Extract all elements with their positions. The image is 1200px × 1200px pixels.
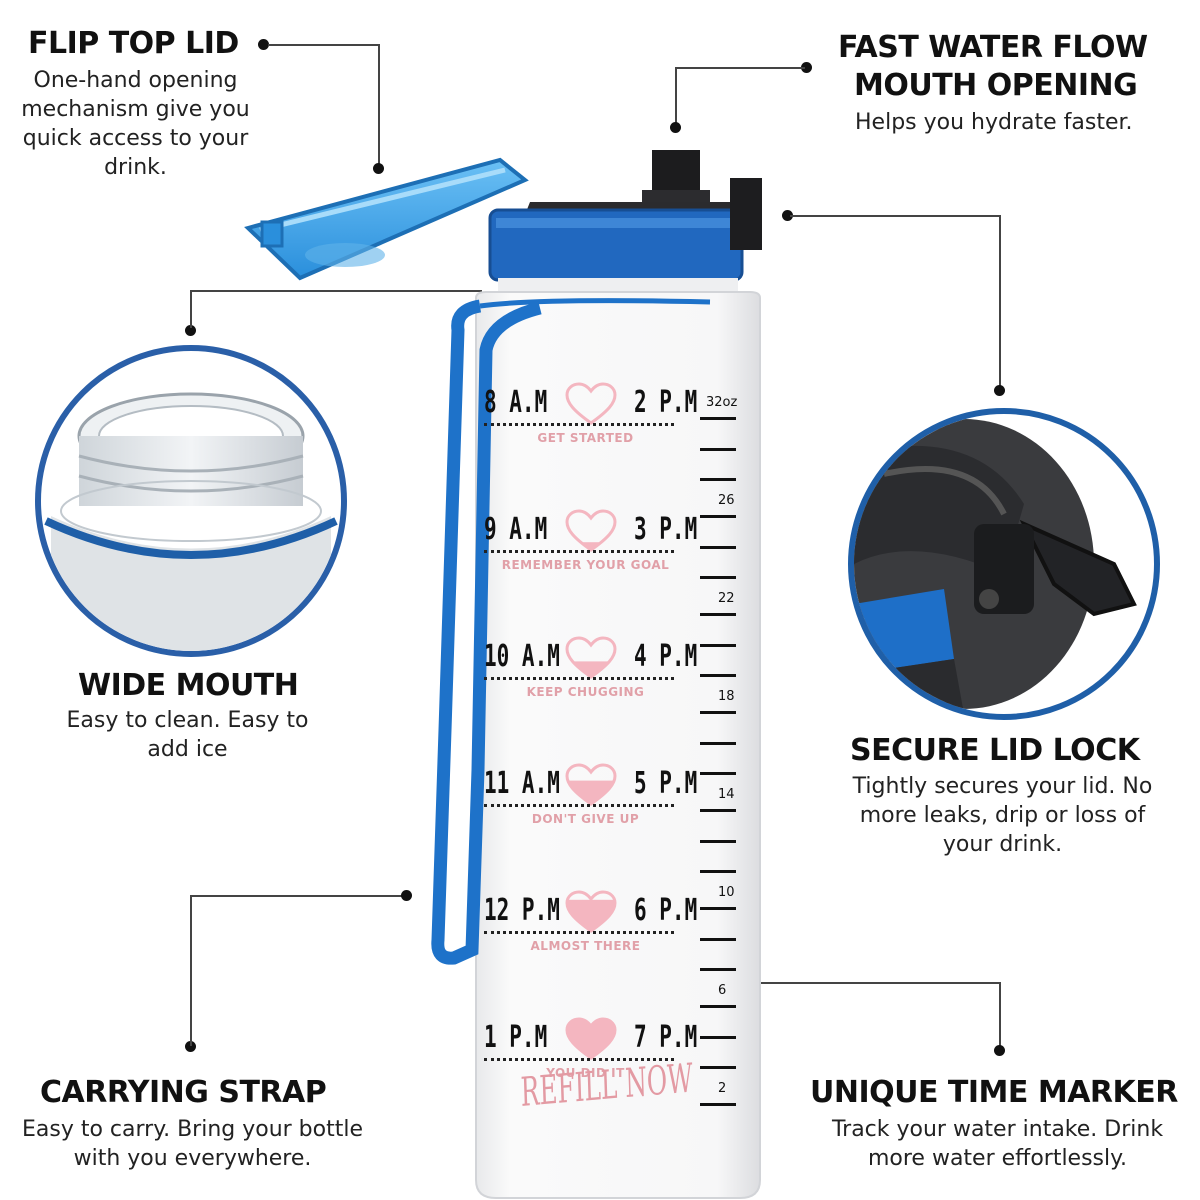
marker-dotted-line (484, 550, 674, 553)
marker-dotted-line (484, 423, 674, 426)
marker-left-time: 9 A.M (484, 512, 548, 547)
heart-icon (565, 636, 617, 679)
wide-mouth-desc: Easy to clean. Easy to add ice (66, 708, 309, 762)
time-marker-row: 1 P.M 7 P.M YOU DID IT (478, 1017, 708, 1090)
marker-left-time: 10 A.M (484, 639, 560, 674)
marker-subtitle: ALMOST THERE (530, 939, 641, 953)
marker-subtitle: DON'T GIVE UP (531, 812, 640, 826)
oz-tick (700, 417, 736, 420)
wide-mouth-title: WIDE MOUTH (78, 668, 299, 703)
heart-icon (565, 1017, 617, 1060)
heart-icon (565, 890, 617, 933)
oz-tick (700, 907, 736, 910)
flip-top-lid-title: FLIP TOP LID (28, 26, 239, 61)
oz-tick (700, 870, 736, 873)
oz-label: 32oz (706, 395, 738, 410)
oz-label: 6 (718, 983, 727, 998)
oz-tick (700, 1103, 736, 1106)
marker-right-time: 4 P.M (634, 639, 698, 674)
time-marker-row: 11 A.M 5 P.M DON'T GIVE UP (478, 763, 708, 836)
marker-left-time: 11 A.M (484, 766, 560, 801)
flip-top-dot (258, 39, 269, 50)
carrying-strap-title: CARRYING STRAP (40, 1075, 327, 1110)
marker-right-time: 2 P.M (634, 385, 698, 420)
marker-left-time: 8 A.M (484, 385, 548, 420)
fast-flow-title-1: FAST WATER FLOW (838, 30, 1148, 65)
secure-lid-lock-title: SECURE LID LOCK (850, 733, 1140, 768)
secure-lid-lock-photo (848, 408, 1160, 720)
oz-tick (700, 613, 736, 616)
unique-time-marker-title: UNIQUE TIME MARKER (810, 1075, 1178, 1110)
oz-tick (700, 742, 736, 745)
marker-subtitle: GET STARTED (537, 431, 634, 445)
marker-left-time: 12 P.M (484, 893, 560, 928)
marker-subtitle: KEEP CHUGGING (526, 685, 645, 699)
oz-tick (700, 576, 736, 579)
marker-right-time: 6 P.M (634, 893, 698, 928)
time-marker-row: 9 A.M 3 P.M REMEMBER YOUR GOAL (478, 509, 708, 582)
oz-tick (700, 674, 736, 677)
oz-tick (700, 448, 736, 451)
marker-subtitle: YOU DID IT (546, 1066, 625, 1080)
carrying-strap-desc: Easy to carry. Bring your bottle with yo… (21, 1117, 364, 1171)
marker-dotted-line (484, 931, 674, 934)
marker-right-time: 3 P.M (634, 512, 698, 547)
unique-time-marker-desc: Track your water intake. Drink more wate… (831, 1117, 1164, 1171)
oz-tick (700, 968, 736, 971)
marker-dotted-line (484, 1058, 674, 1061)
oz-label: 22 (718, 591, 735, 606)
time-marker-row: 10 A.M 4 P.M KEEP CHUGGING (478, 636, 708, 709)
marker-dotted-line (484, 677, 674, 680)
oz-tick (700, 1066, 736, 1069)
fast-flow-desc: Helps you hydrate faster. (855, 110, 1133, 135)
oz-tick (700, 809, 736, 812)
heart-icon (565, 763, 617, 806)
marker-right-time: 5 P.M (634, 766, 698, 801)
oz-label: 18 (718, 689, 735, 704)
oz-tick (700, 711, 736, 714)
oz-label: 14 (718, 787, 735, 802)
oz-tick (700, 772, 736, 775)
oz-label: 26 (718, 493, 735, 508)
oz-tick (700, 515, 736, 518)
oz-label: 2 (718, 1081, 727, 1096)
flip-top-lid-desc: One-hand opening mechanism give you quic… (21, 68, 250, 180)
fast-flow-title-2: MOUTH OPENING (854, 68, 1138, 103)
oz-tick (700, 840, 736, 843)
water-bottle (244, 150, 762, 1199)
oz-tick (700, 644, 736, 647)
oz-tick (700, 1005, 736, 1008)
oz-tick (700, 1036, 736, 1039)
time-marker-row: 12 P.M 6 P.M ALMOST THERE (478, 890, 708, 963)
secure-lid-lock-desc: Tightly secures your lid. No more leaks,… (852, 774, 1153, 857)
marker-right-time: 7 P.M (634, 1020, 698, 1055)
oz-tick (700, 938, 736, 941)
heart-icon (565, 509, 617, 552)
oz-tick (700, 478, 736, 481)
marker-subtitle: REMEMBER YOUR GOAL (501, 558, 670, 572)
marker-dotted-line (484, 804, 674, 807)
oz-label: 10 (718, 885, 735, 900)
heart-icon (565, 382, 617, 425)
oz-tick (700, 546, 736, 549)
wide-mouth-photo (35, 345, 347, 657)
marker-left-time: 1 P.M (484, 1020, 548, 1055)
